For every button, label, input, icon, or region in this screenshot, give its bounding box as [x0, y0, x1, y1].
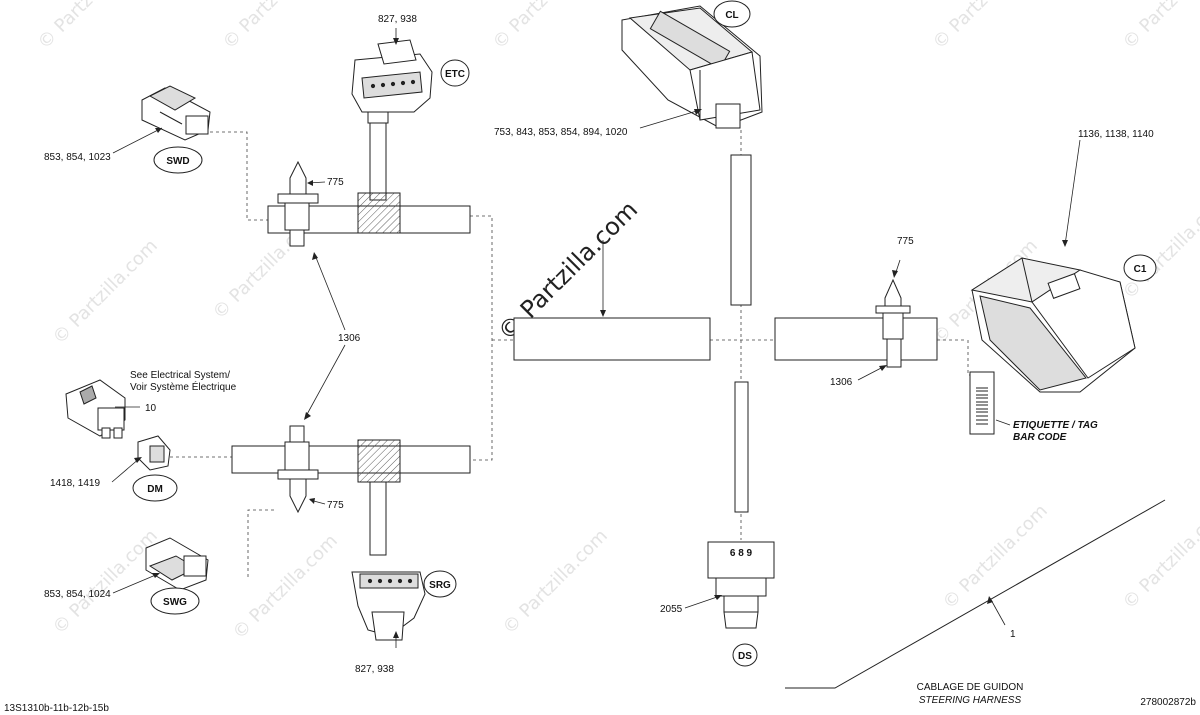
ds-harness-segment — [734, 381, 749, 513]
label-dm-switch: 10 — [145, 403, 157, 414]
etc-connector-icon — [351, 39, 433, 124]
label-ds-sensor: 2055 — [660, 604, 683, 615]
label-clip-top: 775 — [327, 177, 344, 188]
tag-swg: SWG — [163, 597, 187, 608]
footer-title-fr: CABLAGE DE GUIDON — [917, 682, 1024, 693]
tag-ovals — [132, 0, 1157, 667]
label-harness: 1 — [1010, 629, 1016, 640]
label-c1-plug: 1136, 1138, 1140 — [1078, 129, 1154, 140]
label-see-electrical-2: Voir Système Électrique — [130, 380, 237, 393]
top-branch — [267, 122, 471, 247]
label-etc-plug: 827, 938 — [378, 14, 417, 25]
label-dm-plug: 1418, 1419 — [50, 478, 100, 489]
right-clip — [875, 278, 911, 368]
label-tie-left: 1306 — [338, 333, 361, 344]
watermark-2: © Partzilla.com — [219, 0, 332, 54]
watermark-12: © Partzilla.com — [1119, 500, 1200, 613]
watermark-3: © Partzilla.com — [489, 0, 602, 54]
ds-sensor-icon — [707, 541, 775, 629]
tag-ds: DS — [738, 651, 752, 662]
swg-connector-icon — [145, 537, 209, 591]
label-cl-plug: 753, 843, 853, 854, 894, 1020 — [494, 127, 628, 138]
label-clip-bottom: 775 — [327, 500, 344, 511]
footer-title-en: STEERING HARNESS — [919, 695, 1022, 706]
tag-c1: C1 — [1134, 264, 1147, 275]
label-srg-plug: 827, 938 — [355, 664, 394, 675]
bar-code-tag — [969, 371, 995, 435]
footer-left-code: 13S1310b-11b-12b-15b — [4, 703, 109, 714]
leader-arrows — [134, 38, 1068, 638]
cl-harness-segment — [730, 154, 752, 306]
label-tag-2: BAR CODE — [1013, 432, 1067, 443]
bottom-branch — [231, 425, 471, 556]
tag-cl: CL — [725, 10, 738, 21]
label-tag-1: ETIQUETTE / TAG — [1013, 420, 1098, 431]
harness-bracket — [785, 499, 1166, 689]
srg-connector-icon — [351, 571, 426, 641]
watermark-8: © Partzilla.com — [49, 525, 162, 638]
watermark-1: © Partzilla.com — [34, 0, 147, 54]
watermark-13: © Partzilla.com — [1119, 190, 1200, 303]
label-tie-right: 1306 — [830, 377, 853, 388]
watermark-4: © Partzilla.com — [929, 0, 1042, 54]
harness-trunk-right — [774, 317, 938, 361]
watermark-5: © Partzilla.com — [49, 235, 162, 348]
tag-swd: SWD — [166, 156, 189, 167]
tag-dm: DM — [147, 484, 163, 495]
tag-etc: ETC — [445, 69, 465, 80]
footer-right-code: 278002872b — [1140, 697, 1196, 708]
dm-plug-icon — [137, 435, 171, 471]
label-see-electrical-1: See Electrical System/ — [130, 370, 230, 381]
swd-connector-icon — [141, 85, 211, 141]
label-swg-plug: 853, 854, 1024 — [44, 589, 111, 600]
label-clip-right: 775 — [897, 236, 914, 247]
watermark-9: © Partzilla.com — [229, 530, 342, 643]
watermark-10: © Partzilla.com — [499, 525, 612, 638]
watermark-14: © Partzilla.com — [1119, 0, 1200, 54]
tag-srg: SRG — [429, 580, 451, 591]
harness-trunk-left — [513, 317, 711, 361]
cl-connector-icon — [621, 5, 763, 129]
dm-switch-icon — [65, 379, 126, 439]
label-ds-numbers: 6 8 9 — [730, 548, 753, 559]
c1-connector-icon — [970, 257, 1136, 393]
label-swd-plug: 853, 854, 1023 — [44, 152, 111, 163]
